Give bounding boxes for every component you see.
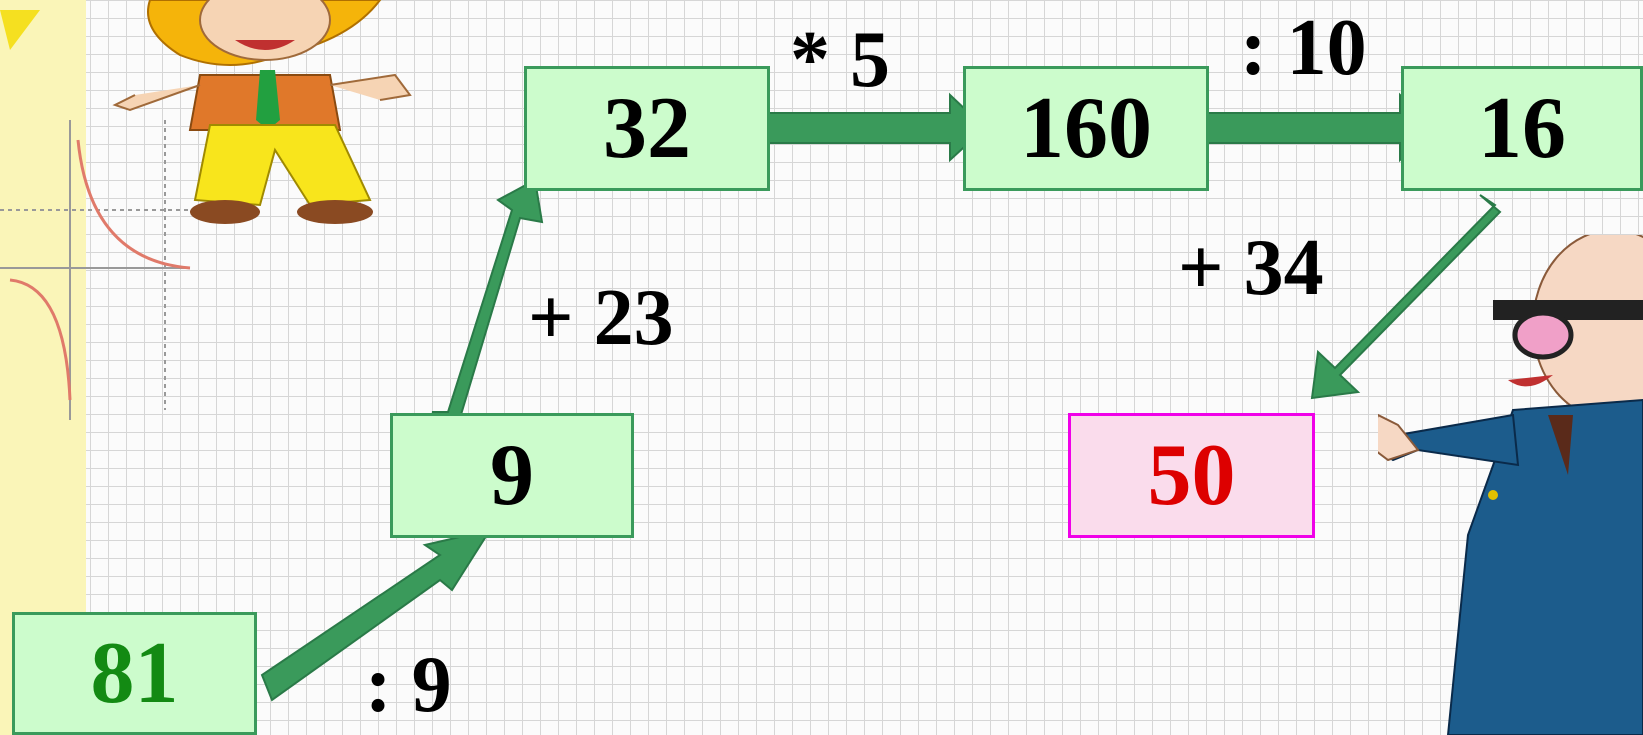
value-16: 16 xyxy=(1478,80,1566,177)
op-times-5: * 5 xyxy=(790,16,890,104)
op-divide-9: : 9 xyxy=(365,641,452,729)
box-start-81: 81 xyxy=(12,612,257,735)
op-divide-10: : 10 xyxy=(1240,4,1367,92)
box-9: 9 xyxy=(390,413,634,538)
result-value: 50 xyxy=(1147,427,1236,524)
box-160: 160 xyxy=(963,66,1209,191)
box-result-50: 50 xyxy=(1068,413,1315,538)
value-9: 9 xyxy=(490,427,534,524)
cartoon-professor xyxy=(1378,235,1643,735)
arrow-9-to-32 xyxy=(431,178,544,420)
start-value: 81 xyxy=(90,625,179,722)
value-32: 32 xyxy=(603,80,691,177)
box-32: 32 xyxy=(524,66,770,191)
graph-sketch xyxy=(0,10,200,420)
op-plus-34: + 34 xyxy=(1178,224,1324,312)
arrow-81-to-9 xyxy=(260,528,493,702)
box-16: 16 xyxy=(1401,66,1643,191)
op-plus-23: + 23 xyxy=(528,274,674,362)
value-160: 160 xyxy=(1020,80,1152,177)
cartoon-boy xyxy=(112,0,412,224)
arrow-16-to-50 xyxy=(1310,194,1502,400)
arrow-160-to-16 xyxy=(1172,92,1437,163)
